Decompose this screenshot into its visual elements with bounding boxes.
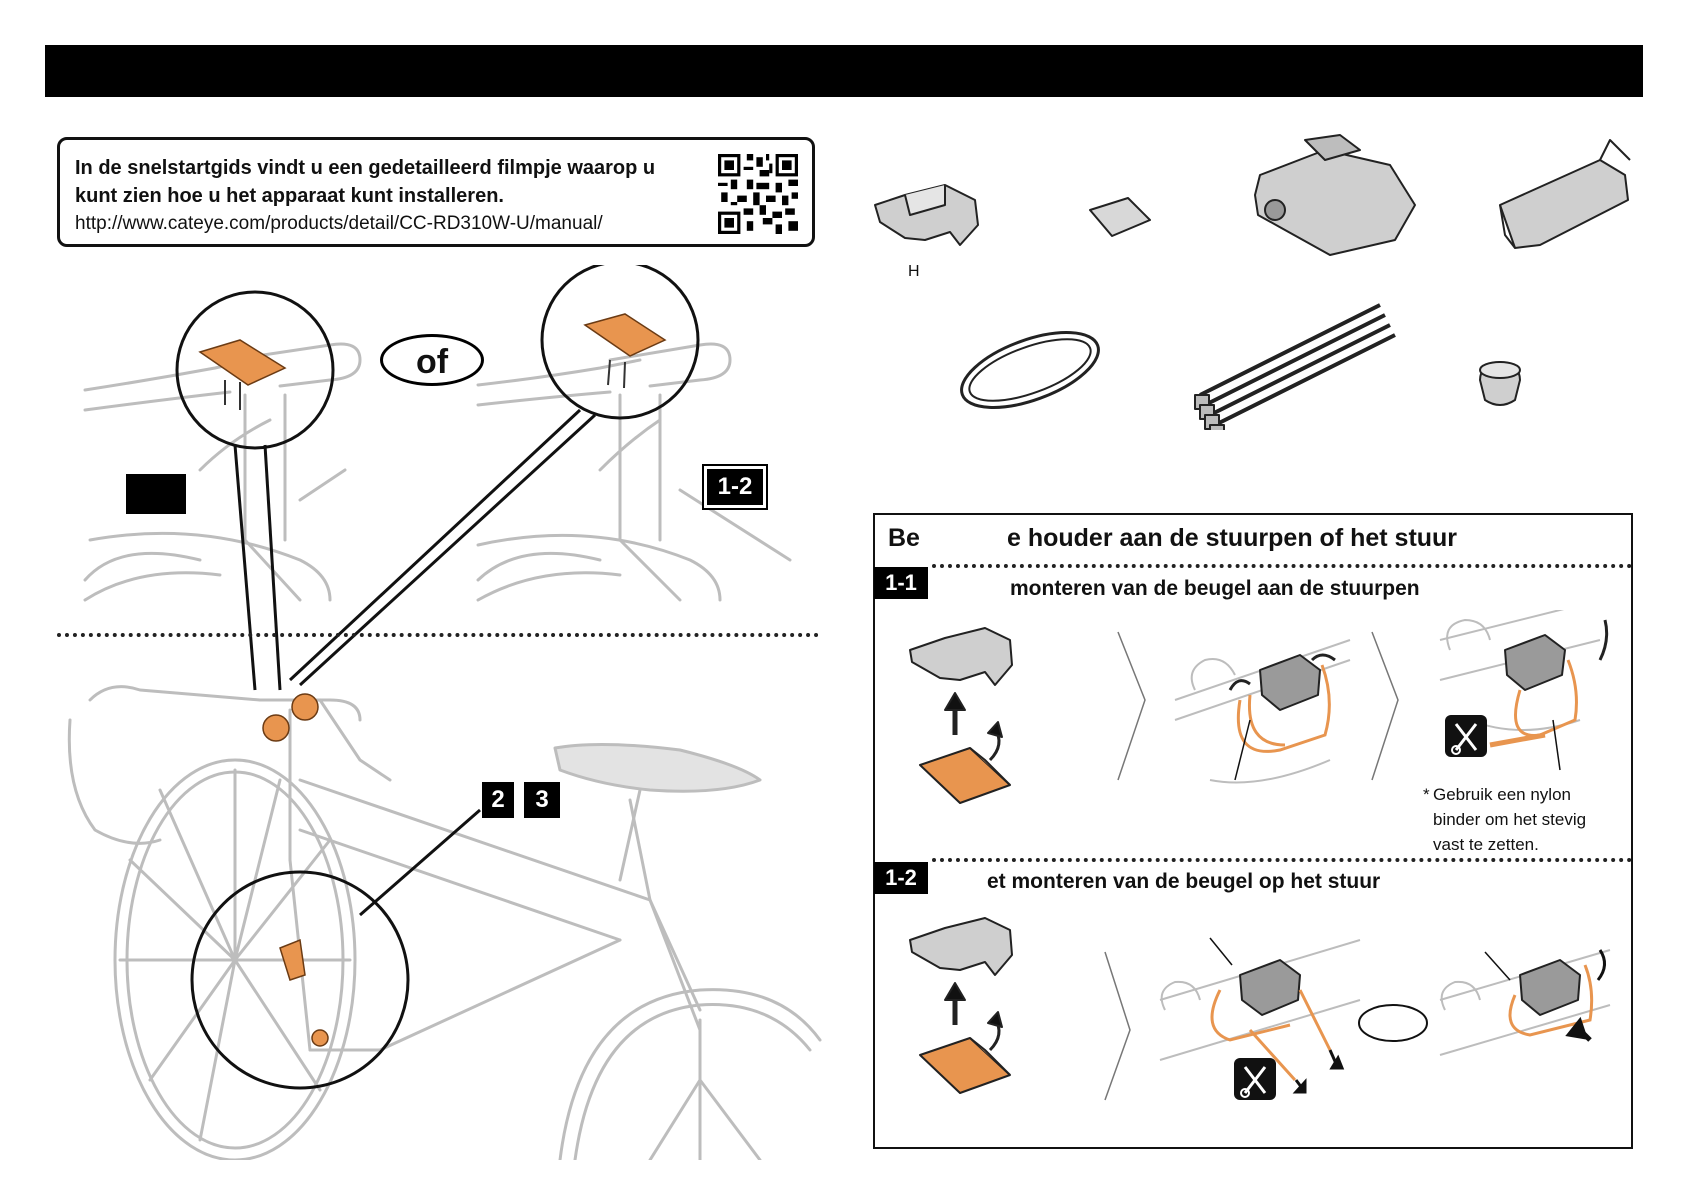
video-info-text: In de snelstartgids vindt u een gedetail…	[75, 154, 685, 238]
note-line-1: Gebruik een nylon	[1433, 785, 1571, 804]
step-1-2-badge: 1-2	[874, 862, 928, 894]
installation-steps-box	[873, 513, 1633, 1149]
parts-illustration	[874, 134, 1631, 430]
steps-title-left: Be	[888, 524, 920, 552]
note-line-3: vast te zetten.	[1433, 835, 1539, 854]
step-divider-1	[932, 564, 1632, 568]
or-bubble: of	[380, 334, 484, 386]
bike-overview-illustration	[67, 265, 822, 1160]
step-1-1-illustration	[909, 610, 1609, 804]
step-ref-2-badge: 2	[482, 782, 514, 818]
header-bar	[45, 45, 1643, 97]
step-1-1-note: * Gebruik een nylon binder om het stevig…	[1423, 782, 1587, 857]
note-asterisk: *	[1423, 785, 1430, 804]
step-1-1-title: monteren van de beugel aan de stuurpen	[1010, 577, 1420, 600]
step-ref-3-badge: 3	[524, 782, 560, 818]
section-divider	[57, 633, 819, 637]
step-1-2-title: et monteren van de beugel op het stuur	[987, 870, 1381, 893]
video-info-box: In de snelstartgids vindt u een gedetail…	[57, 137, 815, 247]
step-ref-1-2-badge: 1-2	[702, 464, 768, 510]
bracket-part-label: H	[908, 263, 920, 280]
qr-code-icon[interactable]	[718, 154, 798, 234]
info-line-2: kunt zien hoe u het apparaat kunt instal…	[75, 185, 504, 207]
step-1-2-illustration	[909, 917, 1611, 1101]
step-divider-2	[932, 858, 1632, 862]
step-1-1-badge: 1-1	[874, 567, 928, 599]
info-line-1: In de snelstartgids vindt u een gedetail…	[75, 157, 656, 179]
note-line-2: binder om het stevig	[1433, 810, 1587, 829]
steps-title-right: e houder aan de stuurpen of het stuur	[1007, 524, 1458, 552]
manual-url-link[interactable]: http://www.cateye.com/products/detail/CC…	[75, 213, 603, 234]
